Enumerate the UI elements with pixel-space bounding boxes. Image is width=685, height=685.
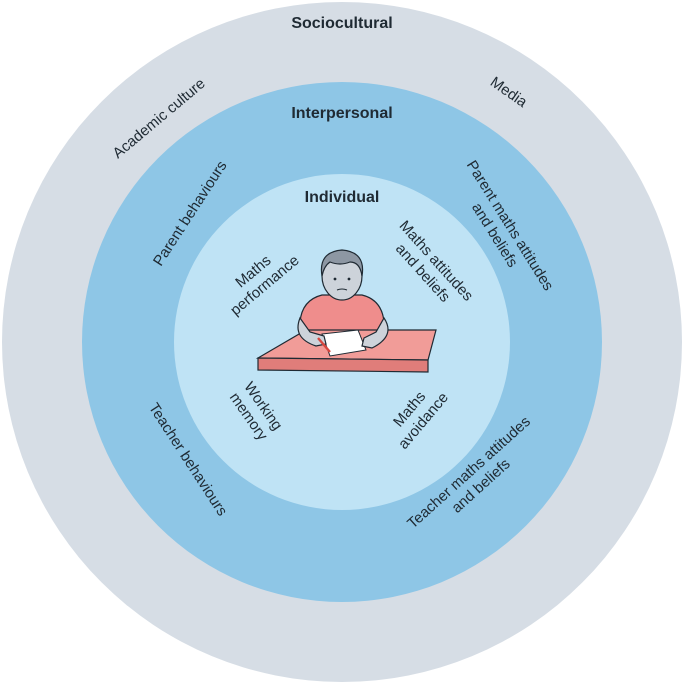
right-eye: [347, 277, 351, 281]
right-arm: [361, 316, 389, 349]
pencil: [317, 337, 331, 353]
sociocultural-title: Sociocultural: [291, 15, 392, 32]
desk-edge: [257, 357, 429, 373]
interpersonal-title: Interpersonal: [291, 105, 392, 122]
individual-title: Individual: [305, 189, 380, 206]
mouth: [336, 288, 348, 291]
left-eye: [333, 277, 337, 281]
hair-shape: [320, 249, 364, 277]
child-at-desk-icon: [255, 249, 437, 373]
